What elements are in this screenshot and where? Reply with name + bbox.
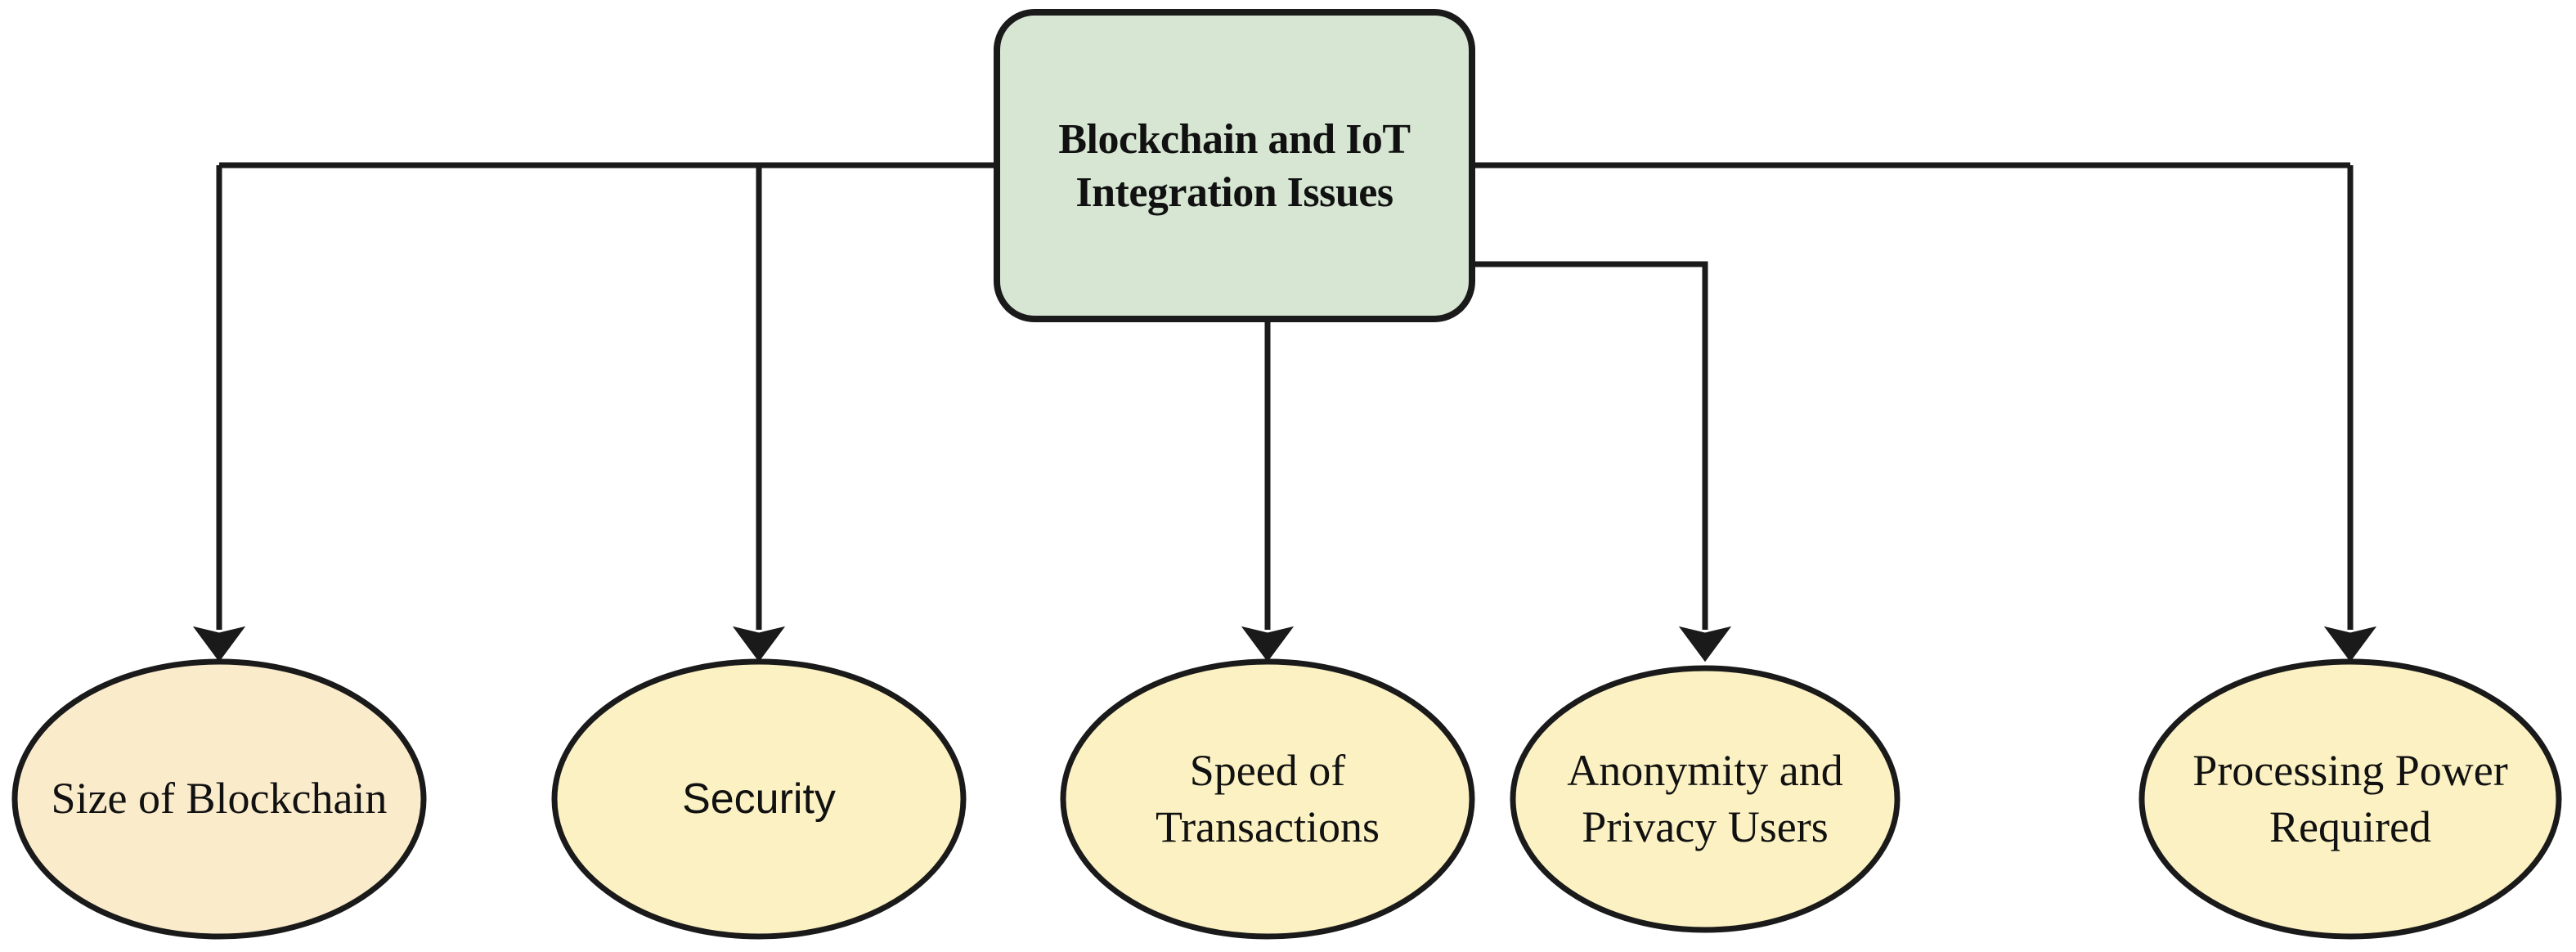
edges-layer: [192, 162, 2377, 662]
node-root-blockchain-and-iot-integration-issues[interactable]: [994, 9, 1475, 322]
node-leaf-speed-of-transactions[interactable]: [1060, 658, 1475, 940]
nodes-layer: [11, 9, 2562, 940]
edge-root-to-anonymity-and-privacy-users: [1472, 261, 1732, 662]
node-leaf-security[interactable]: [551, 658, 967, 940]
node-leaf-processing-power-required[interactable]: [2138, 658, 2562, 940]
node-leaf-anonymity-and-privacy-users[interactable]: [1510, 665, 1901, 933]
node-leaf-size-of-blockchain[interactable]: [11, 658, 427, 940]
